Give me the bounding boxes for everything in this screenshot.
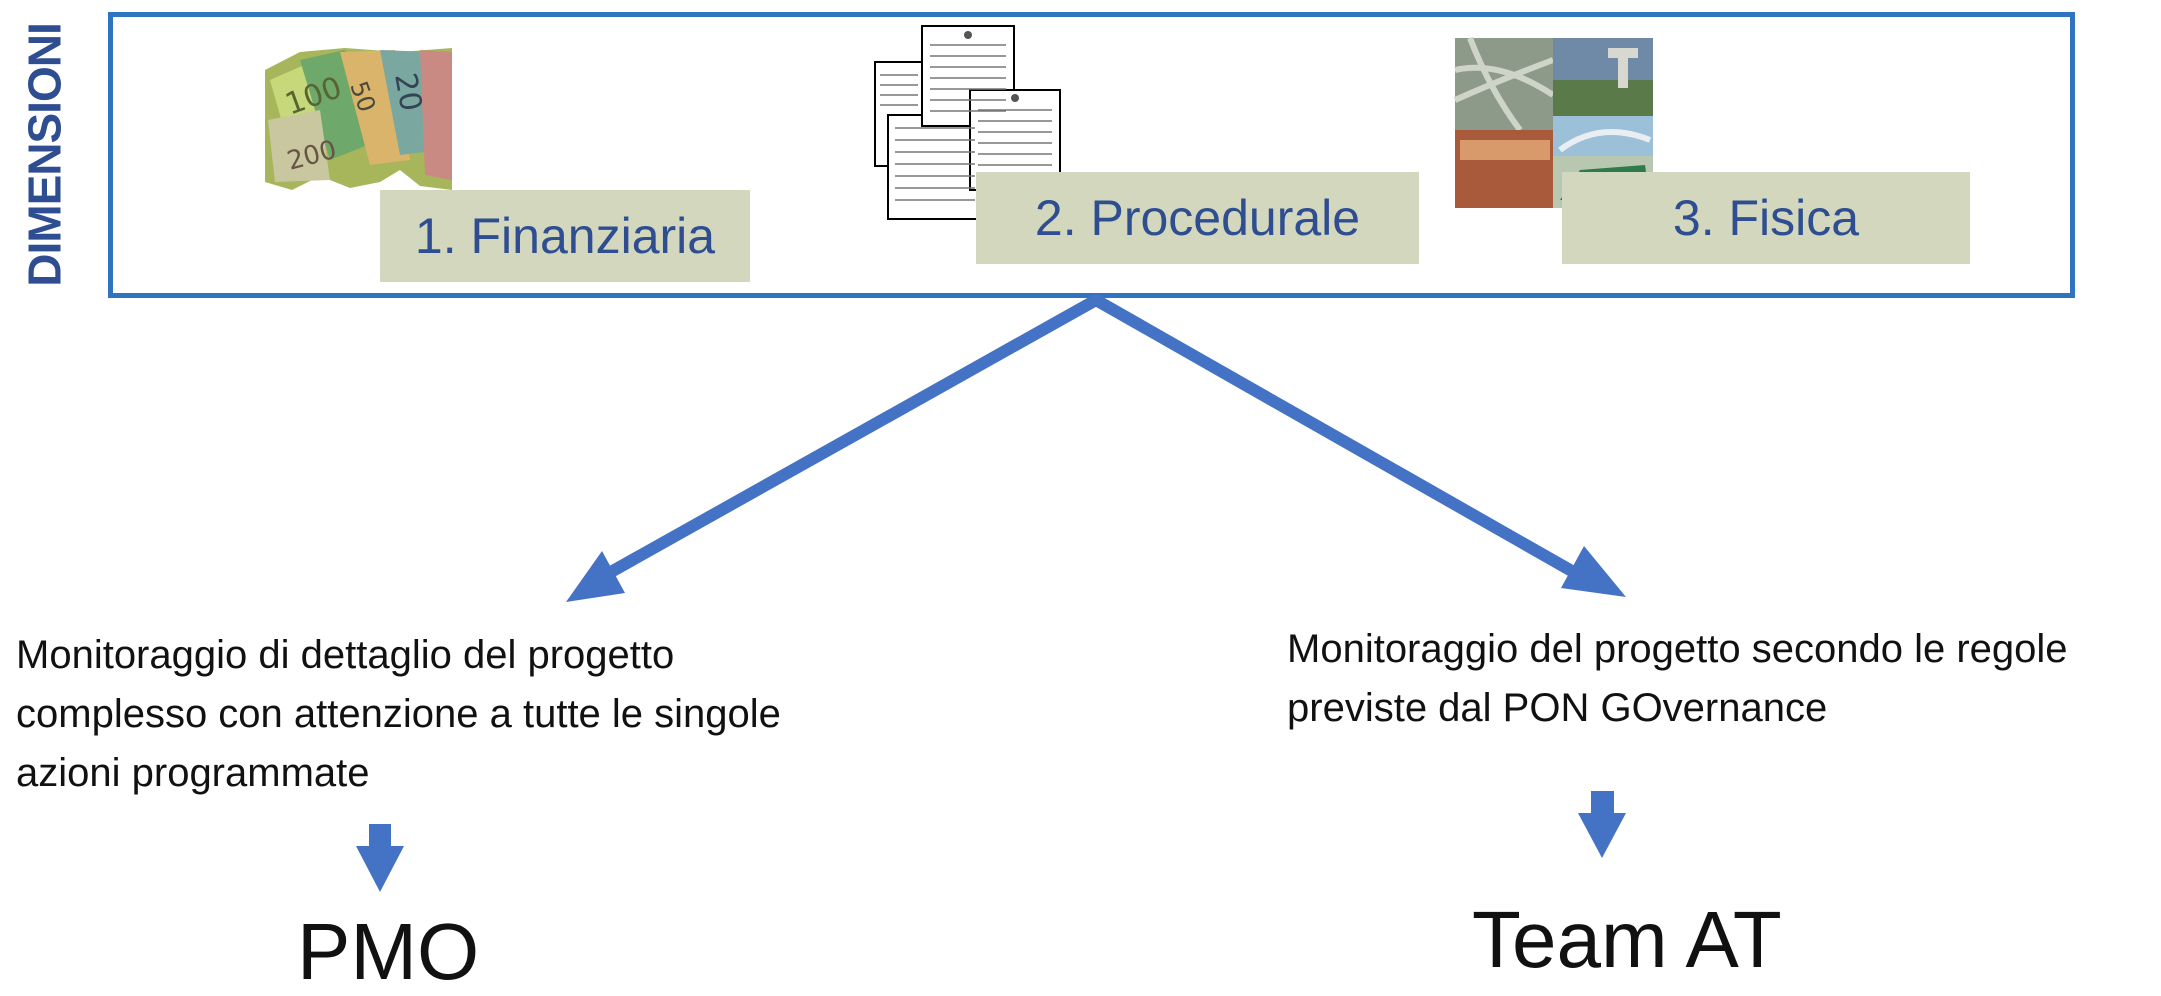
down-arrow-left-icon xyxy=(356,824,404,892)
dimension-label-finanziaria: 1. Finanziaria xyxy=(380,190,750,282)
dimension-label-procedurale: 2. Procedurale xyxy=(976,172,1419,264)
dimensions-frame xyxy=(108,12,2075,298)
dimension-label-fisica: 3. Fisica xyxy=(1562,172,1970,264)
branch-arrow-right xyxy=(1090,294,1626,597)
left-branch-owner: PMO xyxy=(297,907,480,996)
dimension-label-finanziaria-text: 1. Finanziaria xyxy=(414,208,716,264)
svg-text:20: 20 xyxy=(387,70,428,114)
left-branch-line: complesso con attenzione a tutte le sing… xyxy=(16,692,781,736)
right-branch-description: Monitoraggio del progetto secondo le reg… xyxy=(1287,620,2161,738)
banknotes-image: 100 50 20 200 xyxy=(265,48,452,190)
right-branch-line: previste dal PON GOvernance xyxy=(1287,686,1828,730)
branch-arrow-left xyxy=(566,294,1102,602)
dimension-label-fisica-text: 3. Fisica xyxy=(1672,190,1860,246)
right-branch-line: Monitoraggio del progetto secondo le reg… xyxy=(1287,627,2068,671)
left-branch-description: Monitoraggio di dettaglio del progetto c… xyxy=(16,626,916,803)
left-branch-line: azioni programmate xyxy=(16,751,370,795)
left-branch-line: Monitoraggio di dettaglio del progetto xyxy=(16,633,675,677)
right-branch-owner: Team AT xyxy=(1472,895,1782,984)
dimension-label-procedurale-text: 2. Procedurale xyxy=(1034,190,1361,246)
down-arrow-right-icon xyxy=(1578,791,1626,858)
